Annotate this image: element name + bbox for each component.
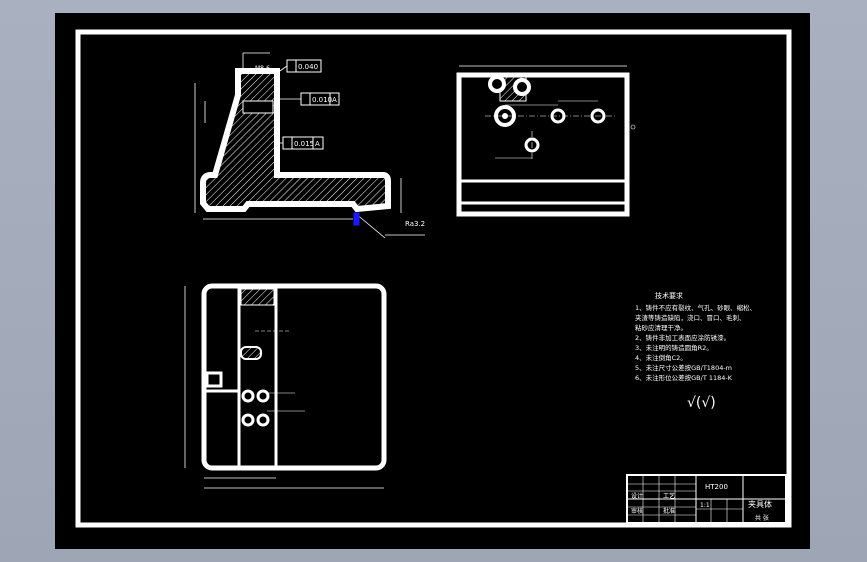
text-shape: 粘砂应清理干净。 [635, 323, 687, 332]
rect-shape [242, 100, 274, 114]
rect-shape [201, 283, 387, 471]
circle-shape [256, 413, 270, 427]
technical-requirements: 技术要求 1、铸件不应有裂纹、气孔、砂眼、缩松、 夹渣等铸造缺陷，浇口、冒口、毛… [635, 291, 756, 382]
rect-shape [282, 136, 324, 150]
rect-shape [240, 288, 275, 306]
text-shape: 0.010 [312, 96, 332, 104]
text-shape: 工艺 [663, 492, 675, 500]
text-shape: 1:1 [700, 502, 710, 509]
rect-shape [205, 371, 223, 388]
circle-shape [630, 124, 636, 130]
rect-shape [456, 72, 630, 217]
text-shape: A [315, 140, 320, 148]
roughness-callout: Ra3.2 [405, 220, 425, 228]
text-shape: 审核 [631, 507, 643, 515]
text-shape: 5、未注尺寸公差按GB/T1804-m [635, 363, 732, 372]
drawing-canvas[interactable]: Ra3.2 0.040 M8-6 0.010 A [55, 13, 810, 549]
rect-shape [353, 212, 360, 226]
text-shape: A [332, 96, 337, 104]
side-view [456, 65, 636, 217]
title-block: HT200 夹具体 设计 审核 工艺 批准 1:1 共 张 [626, 474, 787, 524]
rect-shape [300, 92, 340, 106]
circle-shape [513, 78, 531, 96]
text-shape: 批准 [663, 507, 675, 515]
text-shape: 技术要求 [655, 291, 683, 300]
text-shape: 夹渣等铸造缺陷，浇口、冒口、毛刺、 [635, 313, 746, 322]
tolerance-frame-1: 0.040 M8-6 [255, 59, 322, 74]
tolerance-frame-2: 0.010 A [277, 92, 340, 106]
text-shape: 0.015 [294, 140, 314, 148]
text-shape: M8-6 [255, 65, 270, 72]
text-shape: 0.040 [298, 63, 318, 71]
text-shape: 3、未注明的铸造圆角R2。 [635, 343, 713, 352]
text-shape: 夹具体 [748, 499, 772, 509]
tolerance-frame-3: 0.015 A [277, 136, 324, 150]
line-shape [276, 65, 288, 74]
line-shape [354, 212, 386, 239]
text-shape: 1、铸件不应有裂纹、气孔、砂眼、缩松、 [635, 303, 756, 312]
outer-border [75, 29, 792, 528]
circle-shape [241, 413, 255, 427]
drawing-sheet: Ra3.2 0.040 M8-6 0.010 A [75, 29, 792, 528]
rect-shape [240, 346, 262, 360]
circle-shape [241, 389, 255, 403]
text-shape: 共 张 [755, 514, 769, 522]
text-shape: HT200 [705, 483, 728, 491]
text-shape: 6、未注形位公差按GB/T 1184-K [635, 373, 733, 382]
roughness-symbol: √(√) [687, 395, 716, 411]
text-shape: 2、铸件非加工表面应涂防锈漆。 [635, 333, 730, 342]
text-shape: 设计 [631, 492, 643, 500]
top-view [184, 283, 387, 489]
front-section-view: Ra3.2 0.040 M8-6 0.010 A [194, 52, 425, 239]
text-shape: 4、未注倒角C2。 [635, 353, 687, 362]
circle-shape [488, 75, 506, 93]
circle-shape [256, 389, 270, 403]
rect-shape [286, 59, 322, 73]
